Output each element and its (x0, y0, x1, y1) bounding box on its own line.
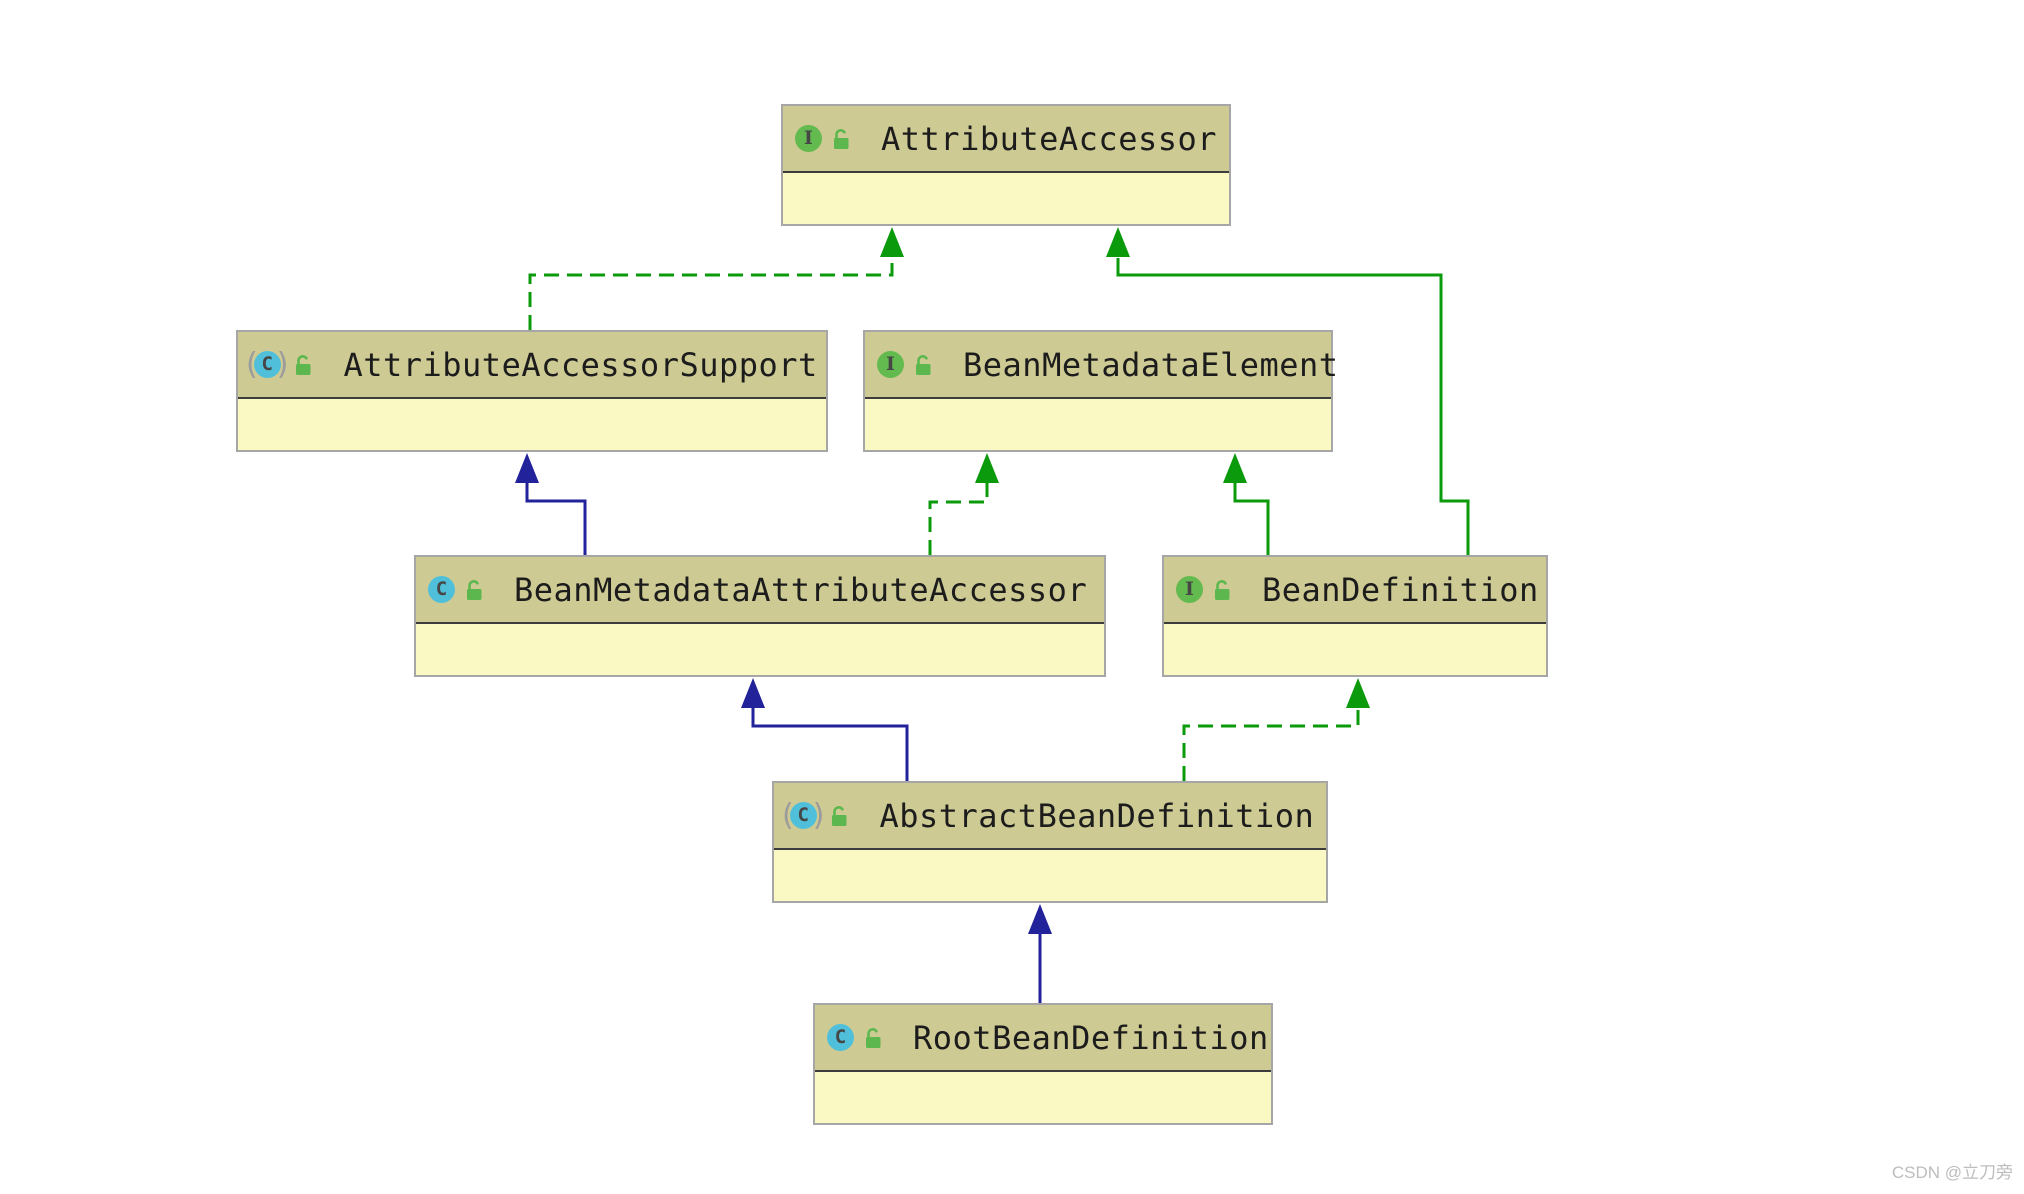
interface-icon: I (795, 125, 822, 152)
node-title: BeanMetadataAttributeAccessor (514, 570, 1088, 609)
node-header: C BeanMetadataAttributeAccessor (416, 557, 1104, 624)
class-node-attributeaccessorsupport[interactable]: ( C ) AttributeAccessorSupport (236, 330, 828, 452)
abstract-class-icon: ( C ) (246, 346, 289, 382)
node-title: BeanDefinition (1262, 570, 1539, 609)
abstract-class-icon: ( C ) (782, 797, 825, 833)
unlocked-icon (863, 1027, 883, 1049)
unlocked-icon (913, 354, 933, 376)
interface-icon: I (1176, 576, 1203, 603)
node-body (865, 399, 1331, 517)
interface-icon: I (877, 351, 904, 378)
unlocked-icon (1212, 579, 1232, 601)
node-body (416, 624, 1104, 742)
node-header: ( C ) AbstractBeanDefinition (774, 783, 1326, 850)
node-body (1164, 624, 1546, 742)
node-title: RootBeanDefinition (913, 1018, 1269, 1057)
edge-extends-beanmetadataattributeaccessor-attributeaccessorsupport[interactable] (515, 453, 587, 555)
node-header: ( C ) AttributeAccessorSupport (238, 332, 826, 399)
unlocked-icon (831, 128, 851, 150)
node-title: AttributeAccessorSupport (343, 345, 818, 384)
edge-implements-attributeaccessorsupport-attributeaccessor[interactable] (528, 227, 904, 330)
edge-extends-rootbeandefinition-abstractbeandefinition[interactable] (1028, 904, 1052, 1003)
edge-extends-beandefinition-beanmetadataelement[interactable] (1223, 453, 1270, 555)
class-node-beandefinition[interactable]: I BeanDefinition (1162, 555, 1548, 677)
unlocked-icon (829, 805, 849, 827)
edge-implements-beanmetadataattributeaccessor-beanmetadataelement[interactable] (928, 453, 999, 555)
node-title: AttributeAccessor (881, 119, 1218, 158)
class-icon: C (827, 1024, 854, 1051)
unlocked-icon (464, 579, 484, 601)
node-body (238, 399, 826, 517)
class-node-beanmetadataattributeaccessor[interactable]: C BeanMetadataAttributeAccessor (414, 555, 1106, 677)
node-header: I BeanMetadataElement (865, 332, 1338, 399)
node-title: BeanMetadataElement (963, 345, 1339, 384)
node-body (783, 173, 1229, 291)
unlocked-icon (293, 354, 313, 376)
node-header: I AttributeAccessor (783, 106, 1229, 173)
class-node-rootbeandefinition[interactable]: C RootBeanDefinition (813, 1003, 1273, 1125)
class-icon: C (428, 576, 455, 603)
node-body (774, 850, 1326, 968)
edge-implements-abstractbeandefinition-beandefinition[interactable] (1182, 678, 1370, 781)
node-body (815, 1072, 1271, 1190)
node-header: I BeanDefinition (1164, 557, 1546, 624)
class-node-beanmetadataelement[interactable]: I BeanMetadataElement (863, 330, 1338, 452)
node-header: C RootBeanDefinition (815, 1005, 1271, 1072)
edge-extends-abstractbeandefinition-beanmetadataattributeaccessor[interactable] (741, 678, 909, 781)
node-title: AbstractBeanDefinition (879, 796, 1315, 835)
edge-extends-beandefinition-attributeaccessor[interactable] (1106, 227, 1470, 555)
watermark: CSDN @立刀旁 (1891, 1163, 2013, 1182)
class-node-abstractbeandefinition[interactable]: ( C ) AbstractBeanDefinition (772, 781, 1328, 903)
class-node-attributeaccessor[interactable]: I AttributeAccessor (781, 104, 1231, 226)
